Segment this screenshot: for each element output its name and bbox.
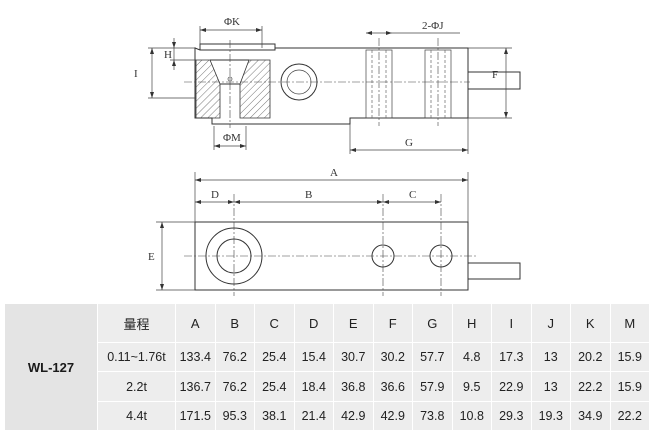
table-cell: 22.2 (570, 371, 611, 402)
table-cell: 25.4 (254, 371, 295, 402)
label-f: F (492, 69, 498, 81)
label-c: C (409, 189, 416, 201)
table-cell: 171.5 (175, 400, 216, 432)
spec-table: WL-127 量程 A B C D E F G H I J K M 0.11~1… (4, 302, 650, 432)
table-cell: 20.2 (570, 342, 611, 373)
header-cell: A (175, 302, 216, 344)
table-cell: 57.7 (412, 342, 453, 373)
table-cell: 2.2t (97, 371, 176, 402)
table-cell: 30.7 (333, 342, 374, 373)
table-cell: 13 (530, 342, 571, 373)
table-cell: 29.3 (491, 400, 532, 432)
header-cell: M (609, 302, 650, 344)
table-cell: 76.2 (214, 371, 255, 402)
load-cell-technical-drawing: ΦK 2-ΦJ H I F ΦM (134, 16, 521, 296)
table-cell: 18.4 (293, 371, 334, 402)
spec-table-row: 4.4t 171.5 95.3 38.1 21.4 42.9 42.9 73.8… (5, 400, 650, 432)
header-cell: 量程 (97, 302, 176, 344)
label-g: G (405, 137, 413, 149)
label-a: A (330, 167, 338, 179)
table-cell: 22.2 (609, 400, 650, 432)
label-2-phi-j: 2-ΦJ (422, 20, 444, 32)
header-cell: G (412, 302, 453, 344)
table-cell: 95.3 (214, 400, 255, 432)
header-cell: I (491, 302, 532, 344)
spec-table-row: 0.11~1.76t 133.4 76.2 25.4 15.4 30.7 30.… (5, 342, 650, 373)
table-cell: 4.8 (451, 342, 492, 373)
table-cell: 15.9 (609, 342, 650, 373)
header-cell: E (333, 302, 374, 344)
table-cell: 25.4 (254, 342, 295, 373)
label-b: B (305, 189, 312, 201)
table-cell: 136.7 (175, 371, 216, 402)
table-cell: 22.9 (491, 371, 532, 402)
table-cell: 10.8 (451, 400, 492, 432)
table-cell: 17.3 (491, 342, 532, 373)
table-cell: 15.4 (293, 342, 334, 373)
header-cell: J (530, 302, 571, 344)
label-e: E (148, 251, 155, 263)
spec-table-header-row: WL-127 量程 A B C D E F G H I J K M (4, 302, 650, 431)
table-cell: 38.1 (254, 400, 295, 432)
table-cell: 15.9 (609, 371, 650, 402)
header-cell: F (372, 302, 413, 344)
label-i: I (134, 68, 138, 80)
table-cell: 13 (530, 371, 571, 402)
label-phi-m: ΦM (223, 132, 241, 144)
label-d: D (211, 189, 219, 201)
top-view: A D B C E (148, 167, 521, 296)
table-cell: 21.4 (293, 400, 334, 432)
table-cell: 0.11~1.76t (97, 342, 176, 373)
header-cell: K (570, 302, 611, 344)
table-cell: 73.8 (412, 400, 453, 432)
table-cell: 9.5 (451, 371, 492, 402)
table-cell: 34.9 (570, 400, 611, 432)
header-cell: H (451, 302, 492, 344)
table-cell: 36.8 (333, 371, 374, 402)
table-cell: 42.9 (333, 400, 374, 432)
table-cell: 133.4 (175, 342, 216, 373)
label-h: H (164, 49, 172, 61)
label-phi-k: ΦK (224, 16, 240, 28)
table-cell: 76.2 (214, 342, 255, 373)
header-cell: B (214, 302, 255, 344)
header-cell: D (293, 302, 334, 344)
model-name: WL-127 (4, 303, 98, 431)
table-cell: 4.4t (97, 400, 176, 432)
side-view: ΦK 2-ΦJ H I F ΦM (134, 16, 521, 154)
table-cell: 30.2 (372, 342, 413, 373)
table-cell: 36.6 (372, 371, 413, 402)
table-cell: 42.9 (372, 400, 413, 432)
table-cell: 57.9 (412, 371, 453, 402)
header-cell: C (254, 302, 295, 344)
table-cell: 19.3 (530, 400, 571, 432)
spec-table-row: 2.2t 136.7 76.2 25.4 18.4 36.8 36.6 57.9… (5, 371, 650, 402)
